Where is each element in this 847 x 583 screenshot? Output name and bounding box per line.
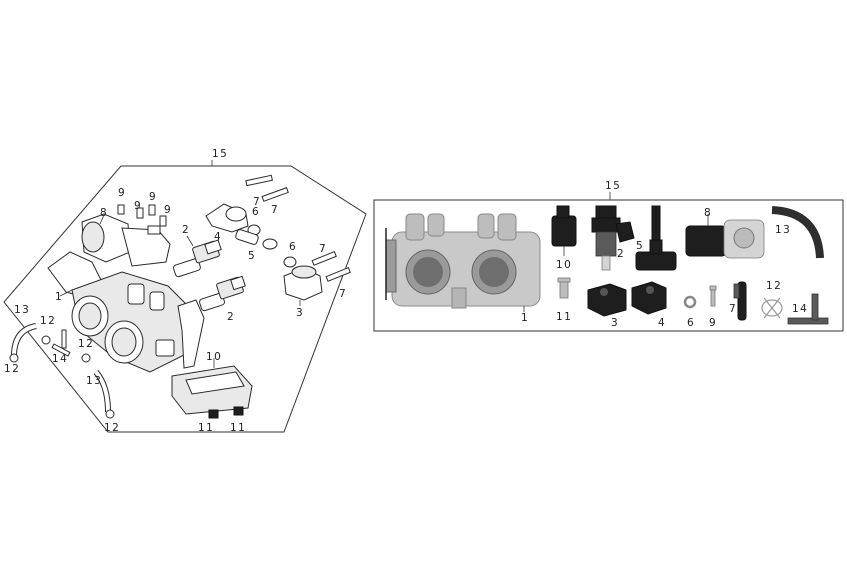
label-2: 2 bbox=[182, 224, 190, 236]
bracket-4-drawing bbox=[205, 203, 261, 236]
clips-12-drawing bbox=[9, 329, 115, 419]
label-2: 2 bbox=[617, 248, 625, 260]
label-11: 11 bbox=[556, 311, 572, 323]
label-14: 14 bbox=[52, 353, 68, 365]
label-4: 4 bbox=[658, 317, 666, 329]
label-12: 12 bbox=[40, 315, 56, 327]
right-photo-panel: 15 1 10 11 2 5 3 4 8 13 6 9 7 12 14 bbox=[373, 180, 844, 332]
label-1: 1 bbox=[521, 312, 529, 324]
label-4: 4 bbox=[214, 231, 222, 243]
label-8: 8 bbox=[704, 207, 712, 219]
label-12: 12 bbox=[766, 280, 782, 292]
label-6: 6 bbox=[252, 206, 260, 218]
label-7: 7 bbox=[271, 204, 279, 216]
injector-lower-drawing bbox=[199, 275, 246, 312]
screw-9-photo bbox=[709, 285, 717, 307]
label-9: 9 bbox=[164, 204, 172, 216]
fitting-11-photo bbox=[557, 277, 571, 299]
label-13: 13 bbox=[86, 375, 102, 387]
label-12: 12 bbox=[78, 338, 94, 350]
label-7: 7 bbox=[339, 288, 347, 300]
label-7: 7 bbox=[253, 196, 261, 208]
label-2: 2 bbox=[227, 311, 235, 323]
ecu-10-drawing bbox=[171, 358, 253, 415]
label-11: 11 bbox=[230, 422, 246, 434]
sensor-5-photo bbox=[635, 205, 677, 271]
bolts-7-drawing bbox=[245, 174, 351, 282]
label-15: 15 bbox=[605, 180, 621, 192]
label-14: 14 bbox=[792, 303, 808, 315]
label-7: 7 bbox=[319, 243, 327, 255]
sensor-5-drawing bbox=[235, 229, 297, 268]
map-sensor-photo bbox=[551, 205, 577, 256]
injector-upper-drawing bbox=[173, 235, 222, 278]
label-10: 10 bbox=[206, 351, 222, 363]
throttle-body-drawing bbox=[47, 251, 205, 373]
label-10: 10 bbox=[556, 259, 572, 271]
label-13: 13 bbox=[775, 224, 791, 236]
bracket-3-photo bbox=[587, 283, 627, 317]
label-5: 5 bbox=[636, 240, 644, 252]
label-12: 12 bbox=[104, 422, 120, 434]
hose-13-photo bbox=[771, 206, 824, 259]
label-6: 6 bbox=[687, 317, 695, 329]
label-9: 9 bbox=[709, 317, 717, 329]
t-fitting-14-photo bbox=[787, 293, 829, 325]
label-3: 3 bbox=[296, 307, 304, 319]
label-9: 9 bbox=[118, 187, 126, 199]
clip-12-photo bbox=[761, 297, 783, 319]
throttle-body-photo bbox=[385, 213, 541, 312]
screws-9-drawing bbox=[117, 204, 167, 227]
bracket-4-photo bbox=[631, 281, 667, 315]
nuts-11-drawing bbox=[208, 406, 244, 419]
label-5: 5 bbox=[248, 250, 256, 262]
label-9: 9 bbox=[149, 191, 157, 203]
pin-7-photo bbox=[733, 281, 747, 321]
label-15: 15 bbox=[212, 148, 228, 160]
left-exploded-diagram: 15 8 9 9 9 9 7 7 7 7 6 6 4 5 2 2 3 1 10 … bbox=[3, 148, 367, 434]
hoses-13-drawing bbox=[11, 323, 111, 413]
label-11: 11 bbox=[198, 422, 214, 434]
idle-control-drawing bbox=[81, 213, 171, 267]
idle-valve-photo bbox=[685, 214, 765, 259]
label-12: 12 bbox=[4, 363, 20, 375]
label-9: 9 bbox=[134, 200, 142, 212]
injector-photo bbox=[591, 205, 635, 271]
label-6: 6 bbox=[289, 241, 297, 253]
label-1: 1 bbox=[55, 291, 63, 303]
label-8: 8 bbox=[100, 207, 108, 219]
washer-6-photo bbox=[683, 295, 697, 309]
label-3: 3 bbox=[611, 317, 619, 329]
assembly-boundary bbox=[3, 165, 367, 433]
label-7: 7 bbox=[729, 303, 737, 315]
label-13: 13 bbox=[14, 304, 30, 316]
housing-3-drawing bbox=[283, 265, 323, 306]
